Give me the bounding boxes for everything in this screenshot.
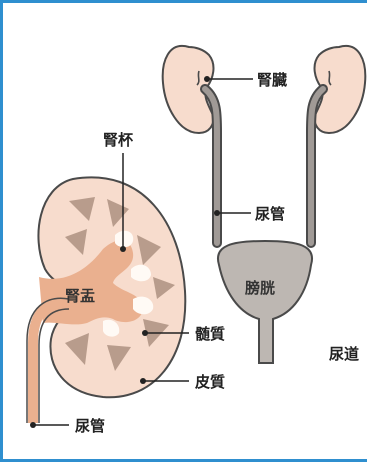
- label-medulla: 髄質: [195, 325, 225, 343]
- calyx-cup: [115, 231, 133, 248]
- urinary-system-diagram: 腎臓 尿管 膀胱 尿道 腎杯 腎盂 髄質 皮質 尿管: [3, 3, 367, 465]
- label-bladder: 膀胱: [245, 279, 275, 297]
- label-ureter-bottom: 尿管: [75, 417, 105, 435]
- label-pelvis: 腎盂: [65, 287, 95, 305]
- label-calyx: 腎杯: [103, 131, 134, 149]
- label-urethra: 尿道: [329, 345, 359, 363]
- label-kidney: 腎臓: [257, 71, 287, 89]
- label-cortex: 皮質: [195, 373, 225, 391]
- bladder: [218, 241, 312, 363]
- label-ureter-top: 尿管: [255, 205, 285, 223]
